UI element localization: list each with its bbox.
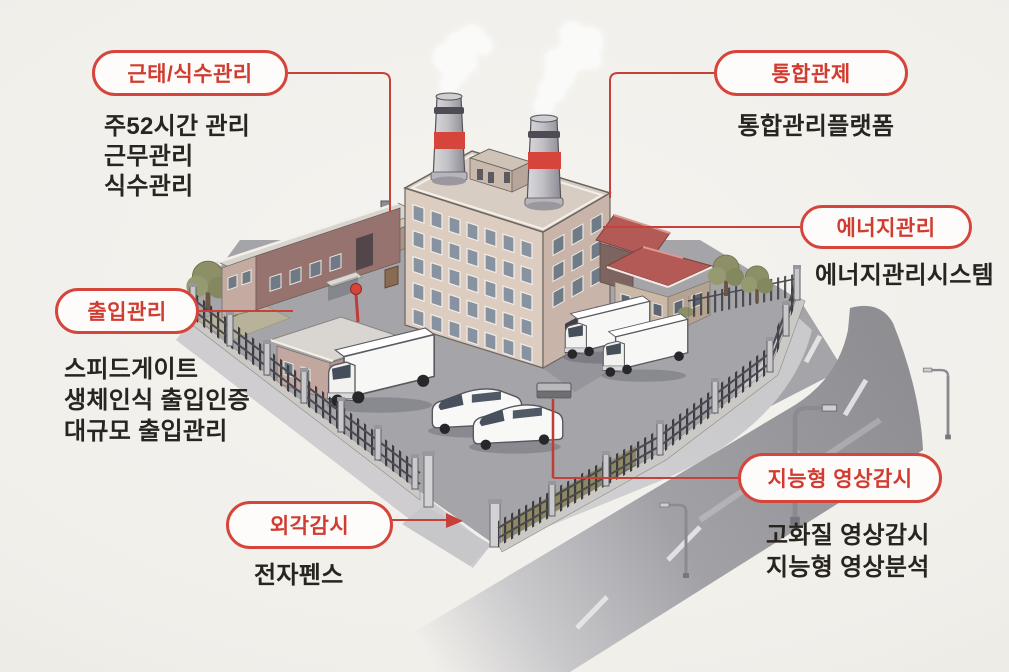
callout-label: 통합관제 [771,63,851,86]
video-items: 고화질 영상감시 지능형 영상분석 [766,520,930,584]
chimney-band [434,132,465,149]
warehouse-windows [269,233,373,293]
energy-items: 에너지관리시스템 [802,261,1007,291]
annotation-line: 에너지관리시스템 [814,262,995,289]
callout-pill-access: 출입관리 [55,288,199,334]
callout-label: 외각감시 [269,515,350,538]
callout-label: 근태/식수관리 [127,63,253,86]
annotation-line: 생체인식 출입인증 [64,387,251,414]
annotation-line: 대규모 출입관리 [64,418,228,445]
annotation-line: 근무관리 [104,143,194,170]
chimney-band [528,152,561,169]
speed-gate-pole [350,283,362,323]
callout-pill-attendance: 근태/식수관리 [92,50,288,96]
main-building-windows [412,203,533,364]
streetlight [921,366,953,441]
loading-canopy [325,271,363,288]
dumpster [384,265,399,289]
cctv-camera [536,382,572,478]
smokestack-right [524,114,564,211]
integrated-control-items: 통합관리플랫폼 [716,112,916,142]
callout-label: 출입관리 [87,301,167,324]
warehouse-end-windows [227,269,252,291]
attendance-items: 주52시간 관리 근무관리 식수관리 [104,112,250,202]
leader-line-integrated-control [609,72,714,198]
callout-label: 지능형 영상감시 [767,468,913,491]
sidewalk-left [176,318,490,568]
annotation-line: 지능형 영상분석 [766,554,930,581]
smokestack-left [430,92,468,186]
callout-pill-integrated-control: 통합관제 [714,50,908,96]
access-items: 스피드게이트 생체인식 출입인증 대규모 출입관리 [64,354,250,447]
callout-pill-energy: 에너지관리 [800,205,972,249]
perimeter-items: 전자펜스 [254,561,344,591]
annotation-line: 전자펜스 [254,562,344,589]
annotation-line: 통합관리플랫폼 [737,113,895,140]
arrow-icon [446,513,463,528]
warehouse-building [216,200,422,319]
smoke-plume-left [432,24,493,95]
smoke-plume-right [533,21,604,116]
callout-pill-video: 지능형 영상감시 [738,453,942,503]
leader-line-attendance [288,72,391,212]
annotation-line: 식수관리 [104,173,194,200]
callout-pill-perimeter: 외각감시 [226,501,393,549]
annotation-line: 주52시간 관리 [104,113,251,140]
annotation-line: 스피드게이트 [64,356,199,383]
perimeter-fence-left [188,282,421,501]
callout-label: 에너지관리 [836,217,936,240]
annotation-line: 고화질 영상감시 [766,522,930,549]
